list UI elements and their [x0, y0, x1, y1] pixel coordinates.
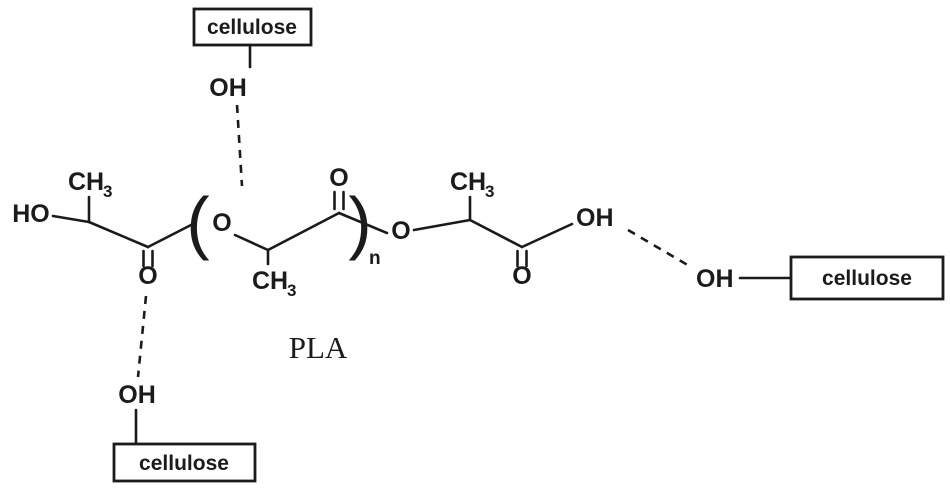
carbonyl-oxygen-right-label: O: [512, 262, 531, 290]
ester-oxygen-repeat-label: O: [212, 209, 231, 237]
hydrogen-bond-top-icon: [235, 104, 244, 187]
bond-ester-alpha-middle: [233, 233, 270, 252]
cellulose-bottom-group: OH cellulose: [112, 295, 257, 483]
hydroxyl-bottom-label: OH: [118, 381, 156, 409]
methyl-left-label: CH: [68, 168, 104, 196]
hydrogen-bond-bottom-icon: [136, 295, 148, 378]
pla-left-end-group: HO CH 3 O: [12, 168, 193, 290]
repeat-subscript-n: n: [369, 248, 381, 269]
hydrogen-bond-right-icon: [627, 228, 692, 269]
carbonyl-oxygen-left-label: O: [138, 262, 157, 290]
bond-carbonyl-ester-left: [146, 223, 193, 249]
methyl-right-subscript: 3: [485, 182, 494, 201]
cellulose-box-bottom: [112, 442, 257, 483]
cellulose-right-group: OH cellulose: [627, 228, 945, 301]
pla-repeat-unit-group: ( O CH 3 O ) n: [186, 164, 389, 300]
cellulose-label-top: cellulose: [207, 16, 297, 39]
cellulose-label-right: cellulose: [822, 267, 912, 290]
methyl-middle-subscript: 3: [287, 281, 296, 300]
bond-ho-alpha-carbon: [51, 214, 91, 224]
bond-alpha-carbonyl-middle: [266, 211, 341, 252]
pla-title: PLA: [289, 330, 348, 365]
bond-carbonyl-ester-right: [337, 211, 389, 235]
hydroxyl-top-label: OH: [209, 74, 247, 102]
ester-oxygen-right-label: O: [391, 217, 410, 245]
bond-ester-alpha-right: [412, 218, 472, 232]
cellulose-box-top: [192, 7, 313, 47]
close-paren: ): [348, 183, 371, 261]
methyl-left-subscript: 3: [103, 182, 112, 201]
bond-alpha-carbonyl-right: [468, 218, 524, 249]
bond-carbonyl-acid-oh: [520, 222, 574, 249]
pla-right-end-group: O CH 3 O OH: [391, 168, 613, 290]
acid-hydroxyl-label: OH: [576, 204, 614, 232]
methyl-middle-label: CH: [252, 267, 288, 295]
methyl-right-label: CH: [450, 168, 486, 196]
cellulose-box-right: [789, 255, 945, 301]
hydroxyl-left-label: HO: [12, 200, 50, 228]
cellulose-label-bottom: cellulose: [139, 452, 229, 475]
hydroxyl-right-label: OH: [696, 265, 734, 293]
open-paren: (: [186, 183, 209, 261]
cellulose-top-group: cellulose OH: [192, 7, 313, 187]
carbonyl-oxygen-middle-label: O: [329, 164, 348, 192]
bond-alpha-carbonyl-left: [87, 220, 150, 249]
